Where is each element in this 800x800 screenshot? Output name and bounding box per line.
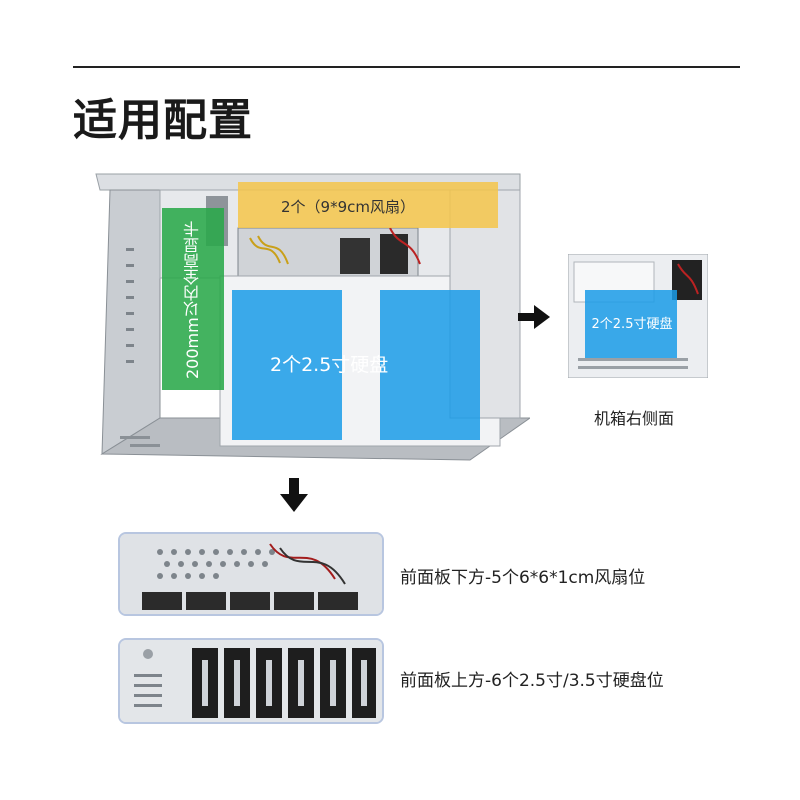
hdd-label: 2个2.5寸硬盘 [270, 354, 389, 376]
side-hdd-label: 2个2.5寸硬盘 [591, 317, 673, 332]
arrow-down-icon [280, 478, 308, 516]
arrow-right-icon [518, 305, 550, 333]
gpu-label: 200mm以内全高显卡 [183, 221, 202, 379]
hdd-highlight-left [232, 290, 342, 440]
fan-highlight [238, 182, 498, 228]
fan-label: 2个（9*9cm风扇） [281, 198, 415, 216]
hdd-highlight-right [380, 290, 480, 440]
front-panel-bays-image [118, 638, 384, 724]
gpu-highlight [162, 208, 224, 390]
front-panel-fans-image [118, 532, 384, 616]
page-title: 适用配置 [73, 95, 253, 146]
front-panel-bays-caption: 前面板上方-6个2.5寸/3.5寸硬盘位 [400, 671, 664, 691]
top-divider [73, 66, 740, 68]
side-view-caption: 机箱右侧面 [594, 409, 675, 428]
side-hdd-highlight [585, 290, 677, 358]
front-panel-fans-caption: 前面板下方-5个6*6*1cm风扇位 [400, 568, 646, 588]
